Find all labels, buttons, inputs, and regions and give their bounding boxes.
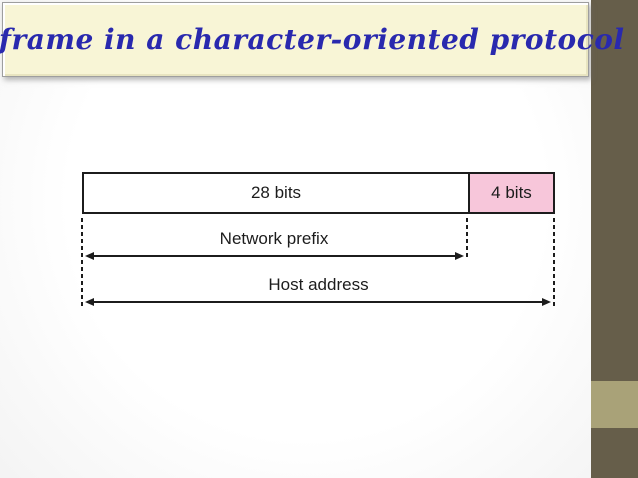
host-address-arrow (85, 297, 551, 307)
arrow-line (91, 301, 545, 303)
strip-accent-block (591, 381, 638, 428)
dashed-line-right (553, 218, 555, 307)
arrow-line (91, 255, 458, 257)
arrow-right-head-icon (455, 252, 464, 260)
dashed-line-middle (466, 218, 468, 259)
frame-cell-4bits-label: 4 bits (491, 183, 532, 202)
slide-title-box: A frame in a character-oriented protocol (0, 2, 624, 77)
frame-cell-4bits: 4 bits (468, 174, 553, 212)
arrow-left-head-icon (85, 252, 94, 260)
dashed-line-left (81, 218, 83, 307)
frame-diagram-box: 28 bits 4 bits (82, 172, 555, 214)
frame-cell-28bits-label: 28 bits (250, 183, 302, 202)
slide-title: A frame in a character-oriented protocol (0, 23, 625, 56)
arrow-right-head-icon (542, 298, 551, 306)
right-sidebar-strip (591, 0, 638, 478)
network-prefix-arrow (85, 251, 464, 261)
network-prefix-label: Network prefix (219, 229, 329, 248)
frame-cell-28bits: 28 bits (84, 174, 468, 212)
host-address-label: Host address (268, 275, 369, 294)
arrow-left-head-icon (85, 298, 94, 306)
